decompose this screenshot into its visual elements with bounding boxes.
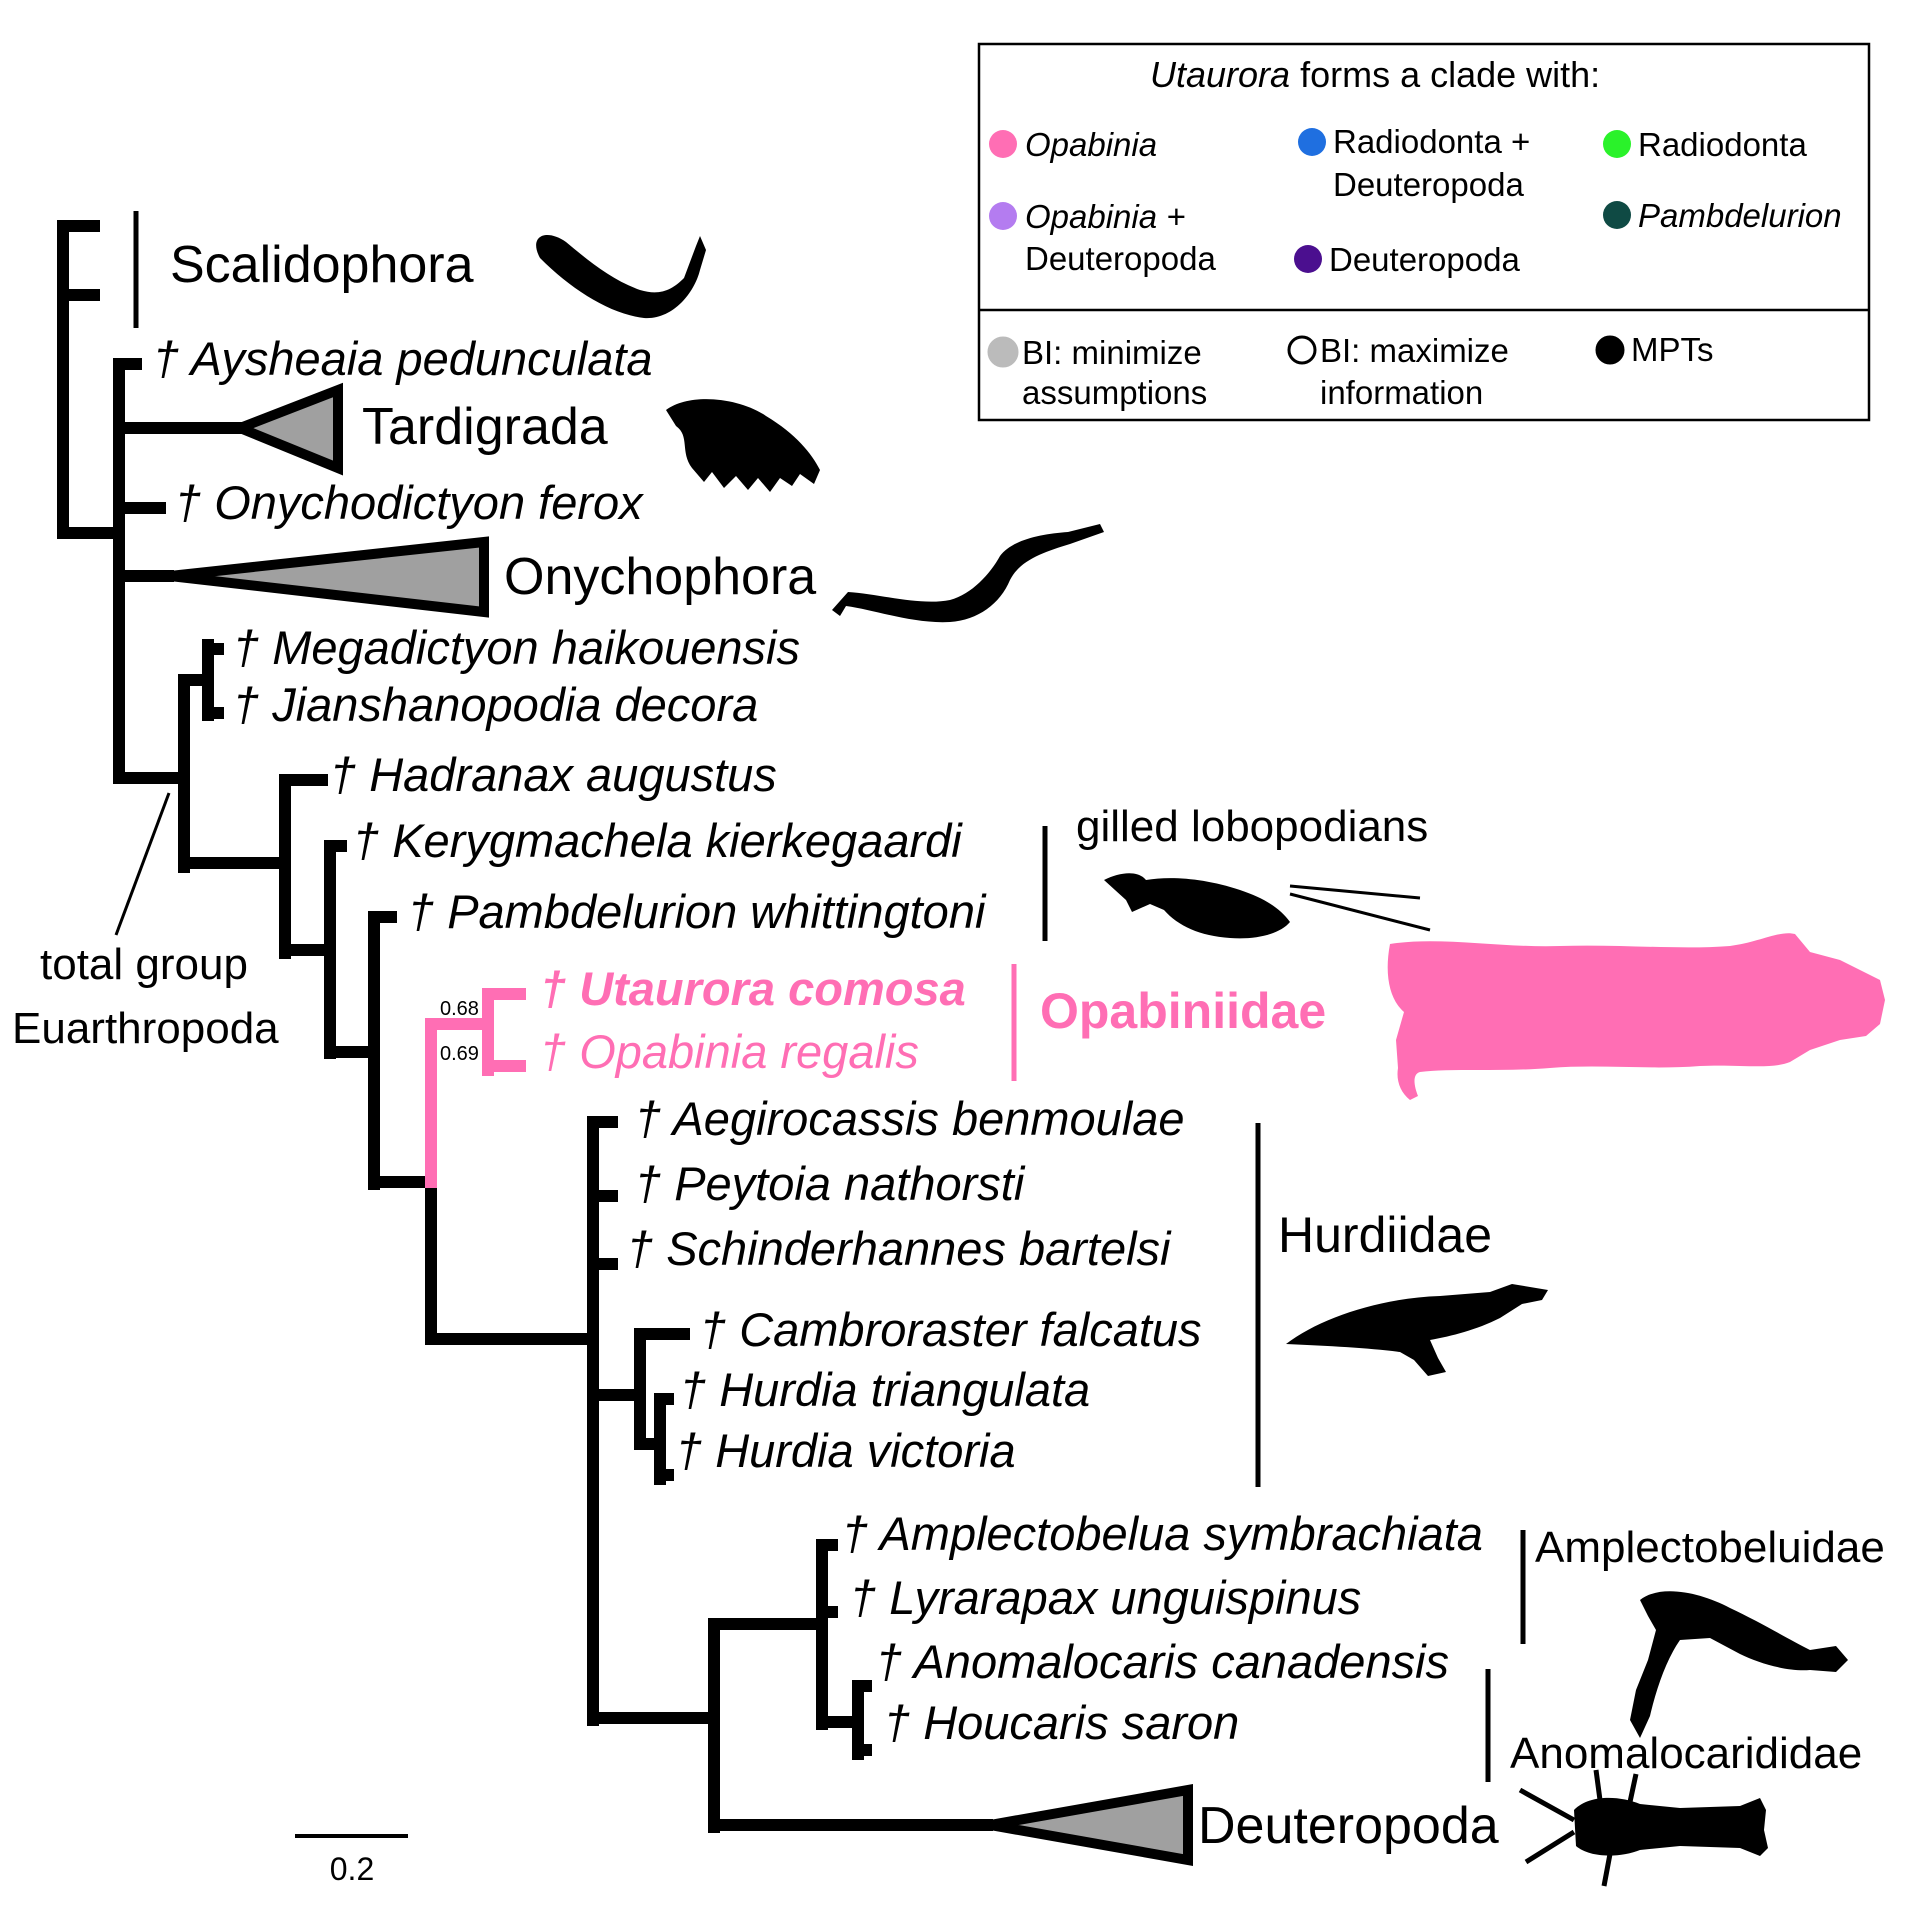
onychophoran-silhouette: [832, 524, 1104, 623]
taxon-houcaris: † Houcaris saron: [884, 1696, 1239, 1749]
taxon-aysheaia: † Aysheaia pedunculata: [153, 332, 653, 385]
legend-dot-radiodonta: [1603, 130, 1631, 158]
legend-item-radiodonta-deuteropoda: Radiodonta + Deuteropoda: [1298, 123, 1530, 203]
legend-dot-mpts: [1595, 335, 1625, 365]
tree-branches: [57, 220, 993, 1833]
branch-amplecto-node: [708, 1539, 838, 1730]
taxon-lyrarapax: † Lyrarapax unguispinus: [850, 1571, 1361, 1624]
legend-title-rest: forms a clade with:: [1290, 54, 1600, 95]
clade-total-group-2: Euarthropoda: [12, 1004, 279, 1053]
clade-amplectobeluidae: Amplectobeluidae: [1535, 1523, 1885, 1572]
legend-label-bi-maximize-1: BI: maximize: [1320, 332, 1509, 369]
legend-item-mpts: MPTs: [1595, 331, 1714, 368]
clade-scalidophora: Scalidophora: [170, 236, 474, 294]
taxon-opabinia: † Opabinia regalis: [540, 1025, 919, 1078]
legend-box: Utaurora forms a clade with: Opabinia Ra…: [977, 42, 1871, 422]
legend-label-mpts: MPTs: [1631, 331, 1714, 368]
legend-dot-radiodonta-deuteropoda: [1298, 128, 1326, 156]
legend-dot-opabinia: [989, 130, 1017, 158]
taxon-amplectobelua: † Amplectobelua symbrachiata: [842, 1507, 1483, 1560]
legend-label-deuteropoda: Deuteropoda: [1329, 241, 1520, 278]
branch-anomalocaris-node: [816, 1680, 872, 1760]
taxon-jianshanopodia: † Jianshanopodia decora: [233, 678, 758, 731]
taxon-hurdia-victoria: † Hurdia victoria: [676, 1424, 1016, 1477]
branch-hurdiidae-node: [587, 1116, 618, 1270]
legend-dot-deuteropoda: [1294, 245, 1322, 273]
taxon-hadranax: † Hadranax augustus: [330, 748, 777, 801]
branch-opabiniidae-stem: [425, 1018, 494, 1188]
clade-total-group-1: total group: [40, 940, 248, 989]
taxon-utaurora: † Utaurora comosa: [540, 962, 966, 1015]
taxon-kerygmachela: † Kerygmachela kierkegaardi: [353, 814, 963, 867]
clade-onychophora: Onychophora: [504, 548, 816, 606]
legend-item-opabinia: Opabinia: [989, 126, 1157, 163]
legend-label-bi-maximize-2: information: [1320, 374, 1483, 411]
branch-opabiniidae-node: [482, 988, 526, 1076]
branch-radiodonta-node: [425, 1176, 599, 1345]
support-lower: 0.69: [440, 1043, 479, 1065]
legend-label-bi-minimize-1: BI: minimize: [1022, 334, 1202, 371]
wedge-onychophora: [169, 536, 489, 618]
taxon-peytoia: † Peytoia nathorsti: [635, 1157, 1026, 1210]
tardigrade-silhouette: [666, 399, 820, 492]
total-group-pointer: [114, 792, 171, 936]
wedge-deuteropoda: [989, 1784, 1193, 1866]
opabinia-silhouette: [1387, 933, 1885, 1100]
scale-bar-label: 0.2: [330, 1851, 374, 1887]
legend-item-opabinia-deuteropoda: Opabinia + Deuteropoda: [989, 198, 1216, 277]
legend-title: Utaurora forms a clade with:: [1150, 54, 1600, 95]
taxon-labels: † Aysheaia pedunculata † Onychodictyon f…: [153, 332, 1483, 1749]
legend-label-pambdelurion: Pambdelurion: [1638, 197, 1842, 234]
taxon-anomalocaris: † Anomalocaris canadensis: [876, 1635, 1449, 1688]
clade-hurdiidae: Hurdiidae: [1278, 1207, 1492, 1263]
legend-dot-bi-maximize: [1287, 335, 1317, 365]
legend-label-radiodonta-deuteropoda-2: Deuteropoda: [1333, 166, 1524, 203]
legend-label-opabinia: Opabinia: [1025, 126, 1157, 163]
legend-label-opabinia-deuteropoda-1: Opabinia +: [1025, 198, 1186, 235]
taxon-aegirocassis: † Aegirocassis benmoulae: [635, 1092, 1185, 1145]
taxon-hurdia-triangulata: † Hurdia triangulata: [680, 1363, 1090, 1416]
legend-item-bi-minimize: BI: minimize assumptions: [987, 334, 1207, 411]
taxon-onychodictyon: † Onychodictyon ferox: [175, 476, 644, 529]
taxon-cambroraster: † Cambroraster falcatus: [700, 1303, 1202, 1356]
clade-labels: Scalidophora Tardigrada Onychophora Deut…: [12, 211, 1885, 1855]
kerygmachela-silhouette: [1104, 873, 1431, 939]
legend-label-opabinia-deuteropoda-2: Deuteropoda: [1025, 240, 1216, 277]
legend-dot-opabinia-deuteropoda: [989, 202, 1017, 230]
support-upper: 0.68: [440, 998, 479, 1020]
legend-item-pambdelurion: Pambdelurion: [1603, 197, 1842, 234]
taxon-megadictyon: † Megadictyon haikouensis: [233, 621, 800, 674]
branch-megadictyon-clade: [178, 639, 214, 786]
legend-title-italic: Utaurora: [1150, 54, 1290, 95]
clade-gilled: gilled lobopodians: [1076, 802, 1428, 851]
wedge-tardigrada: [226, 382, 343, 476]
clade-deuteropoda: Deuteropoda: [1198, 1797, 1499, 1855]
clade-opabiniidae: Opabiniidae: [1040, 983, 1326, 1039]
amplectobeluid-silhouette: [1630, 1591, 1848, 1738]
branch-hadranax-node: [279, 774, 328, 959]
clade-tardigrada: Tardigrada: [362, 398, 608, 456]
legend-label-bi-minimize-2: assumptions: [1022, 374, 1207, 411]
branch-hurdia: [634, 1393, 674, 1485]
branch-pambdelurion-node: [368, 911, 397, 1190]
hurdiid-silhouette: [1286, 1284, 1548, 1376]
legend-dot-pambdelurion: [1603, 201, 1631, 229]
taxon-pambdelurion: † Pambdelurion whittingtoni: [408, 885, 987, 938]
branch-root: [57, 259, 125, 539]
legend-dot-bi-minimize: [987, 336, 1019, 368]
legend-label-radiodonta: Radiodonta: [1638, 126, 1807, 163]
branch-kerygmachela-node: [324, 840, 347, 1059]
legend-item-radiodonta: Radiodonta: [1603, 126, 1807, 163]
scale-bar: 0.2: [295, 1834, 408, 1887]
scalidophoran-silhouette: [536, 235, 706, 319]
branch-hurdiidae-sub: [587, 1328, 690, 1450]
taxon-schinderhannes: † Schinderhannes bartelsi: [627, 1222, 1172, 1275]
legend-item-bi-maximize: BI: maximize information: [1287, 332, 1509, 411]
deuteropod-silhouette: [1518, 1769, 1768, 1887]
legend-item-deuteropoda: Deuteropoda: [1294, 241, 1520, 278]
legend-label-radiodonta-deuteropoda-1: Radiodonta +: [1333, 123, 1530, 160]
clade-anomalocarididae: Anomalocarididae: [1510, 1729, 1862, 1778]
branch-euarthropoda-stem: [113, 772, 190, 873]
